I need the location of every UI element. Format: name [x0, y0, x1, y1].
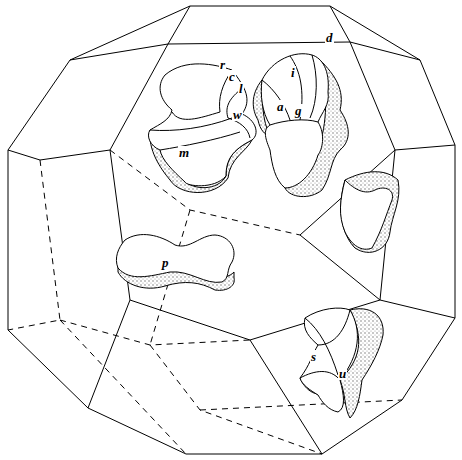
region-label: i [290, 66, 296, 79]
region-label: p [161, 256, 170, 269]
fermi-surface-piece [148, 64, 256, 193]
region-label: w [232, 108, 243, 121]
region-label: u [338, 367, 347, 380]
hidden-edges [8, 150, 402, 454]
region-label: r [219, 58, 226, 71]
region-label: a [276, 100, 285, 113]
region-label: s [310, 350, 317, 363]
region-label: d [325, 31, 334, 44]
region-label: c [228, 70, 236, 83]
fermi-surface-piece [253, 54, 348, 197]
fermi-surface-piece [116, 235, 234, 291]
region-label: l [238, 82, 244, 95]
zone-edges [8, 6, 455, 454]
fermi-surface-piece [300, 308, 383, 418]
region-label: m [178, 146, 190, 159]
region-label: g [294, 104, 303, 117]
fermi-surface-piece [340, 172, 398, 253]
